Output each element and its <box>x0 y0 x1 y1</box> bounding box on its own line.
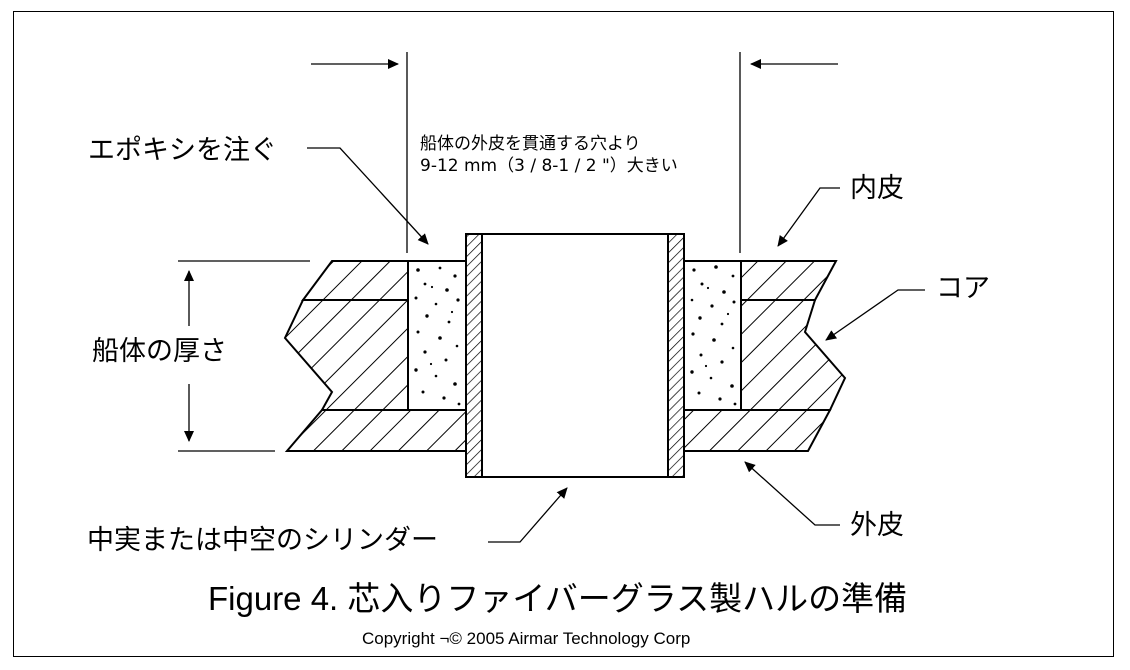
copyright-notice: Copyright ¬© 2005 Airmar Technology Corp <box>362 629 691 648</box>
left-epoxy-fill <box>407 260 467 411</box>
right-outer-skin <box>683 409 832 452</box>
left-hull-section <box>283 260 467 452</box>
right-core <box>740 299 847 411</box>
hull-thickness-label: 船体の厚さ <box>92 336 227 367</box>
clearance-dimension <box>311 52 838 253</box>
right-hull-section <box>683 260 847 452</box>
inner-skin-leader <box>777 187 840 247</box>
core-label: コア <box>936 273 990 304</box>
left-outer-skin <box>284 409 467 452</box>
cylinder <box>465 233 685 478</box>
inner-skin-label: 内皮 <box>850 173 904 204</box>
hull-thickness-dimension <box>178 260 310 452</box>
clearance-label-line2: 9-12 mm（3 / 8-1 / 2 "）大きい <box>420 156 678 176</box>
cylinder-leader <box>488 487 568 543</box>
left-inner-skin <box>301 260 409 301</box>
leader-lines <box>307 147 925 543</box>
figure-title: Figure 4. 芯入りファイバーグラス製ハルの準備 <box>208 580 908 617</box>
core-leader <box>825 289 925 341</box>
epoxy-leader <box>307 147 429 245</box>
clearance-label-line1: 船体の外皮を貫通する穴より <box>420 134 641 154</box>
figure-frame <box>13 11 1114 657</box>
cylinder-bore <box>481 233 669 478</box>
outer-skin-leader <box>744 461 840 526</box>
cylinder-label: 中実または中空のシリンダー <box>87 525 438 556</box>
cylinder-right-wall <box>667 233 685 478</box>
right-inner-skin <box>740 260 838 301</box>
epoxy-label: エポキシを注ぐ <box>88 135 277 166</box>
left-core <box>283 299 409 411</box>
epoxy-speckle <box>414 265 737 406</box>
cylinder-left-wall <box>465 233 483 478</box>
outer-skin-label: 外皮 <box>850 510 904 541</box>
